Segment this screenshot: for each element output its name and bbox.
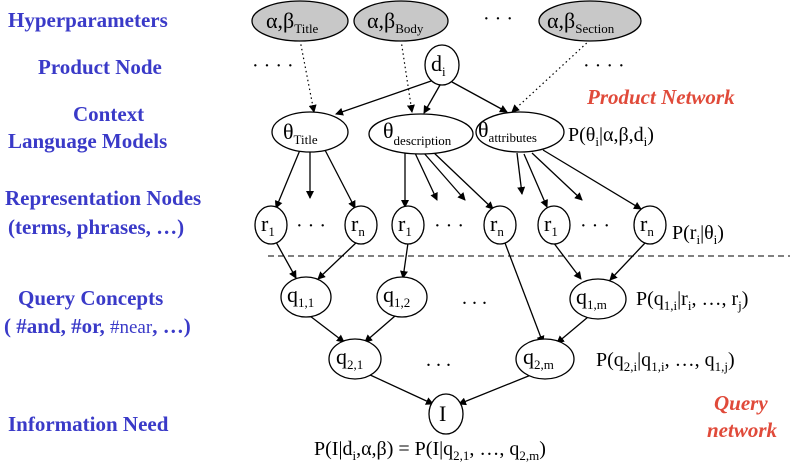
- edge-doc-theta-attributes: [451, 81, 508, 113]
- label-product-node: Product Node: [38, 55, 162, 79]
- edge-tt-rn: [324, 149, 356, 209]
- node-theta-title: θTitle: [271, 111, 349, 153]
- edge-td-mid1: [414, 152, 438, 201]
- edge-ta-rn: [542, 149, 642, 210]
- edge-rnc-q1m: [609, 242, 646, 281]
- node-theta-description: θdescription: [368, 113, 474, 155]
- edge-ta-r1: [523, 153, 548, 208]
- node-q1m: q1,m: [569, 278, 627, 320]
- label-query: Query: [714, 391, 768, 415]
- edge-hyper-body: [400, 39, 415, 113]
- edge-tt-r1: [274, 149, 301, 209]
- svg-text:θdescription: θdescription: [383, 118, 452, 148]
- label-product-network: Product Network: [586, 85, 735, 109]
- edge-ta-mid: [531, 152, 583, 201]
- node-q12: q1,2: [376, 276, 428, 318]
- svg-text:q1,1: q1,1: [287, 282, 314, 310]
- svg-text:q2,m: q2,m: [523, 344, 554, 372]
- label-context: Context: [73, 102, 144, 126]
- prob-r: P(ri|θi): [672, 222, 724, 247]
- node-q11: q1,1: [280, 276, 332, 318]
- label-hyperparameters: Hyperparameters: [8, 8, 168, 32]
- node-hyper-title: α,βTitle: [251, 0, 349, 42]
- svg-text:α,βBody: α,βBody: [367, 8, 424, 36]
- label-query-operators: ( #and, #or, #near, …): [4, 314, 191, 338]
- edge-q1m-q2m: [556, 316, 589, 344]
- svg-text:α,βTitle: α,βTitle: [266, 8, 319, 36]
- prob-q1: P(q1,i|ri, …, rj): [636, 288, 748, 313]
- edge-hyper-section: [511, 39, 591, 113]
- node-hyper-body: α,βBody: [353, 0, 449, 42]
- svg-text:I: I: [439, 401, 446, 426]
- node-information-need: I: [428, 393, 464, 435]
- svg-text:rn: rn: [640, 211, 654, 239]
- svg-text:di: di: [431, 51, 446, 79]
- edge-td-rn: [431, 150, 494, 210]
- node-doc: di: [424, 44, 460, 86]
- ellipsis-r-description: · · ·: [434, 215, 464, 237]
- ellipsis-r-attributes: · · ·: [580, 215, 610, 237]
- ellipsis-doc-left: · · · ·: [252, 55, 294, 77]
- edge-rnb-q2m: [504, 242, 545, 344]
- label-information-need: Information Need: [8, 412, 169, 436]
- node-rn-title: rn: [344, 205, 378, 245]
- edge-hyper-title: [299, 39, 317, 113]
- node-hyper-section: α,βSection: [538, 0, 642, 42]
- edge-q12-q21: [364, 315, 396, 343]
- node-q21: q2,1: [328, 338, 382, 380]
- prob-final: P(I|di,α,β) = P(I|q2,1, …, q2,m): [314, 438, 546, 463]
- edge-rn-q11: [317, 239, 360, 280]
- node-theta-attributes: θattributes: [475, 111, 565, 153]
- edge-r1-q11: [275, 241, 297, 279]
- prob-theta: P(θi|α,β,di): [568, 124, 654, 149]
- edge-q11-q21: [309, 315, 345, 343]
- edge-r1c-q1m: [552, 241, 582, 280]
- edge-q2m-info: [458, 374, 532, 406]
- node-q2m: q2,m: [515, 338, 575, 380]
- svg-text:q1,2: q1,2: [383, 282, 410, 310]
- node-rn-description: rn: [483, 205, 517, 245]
- label-representation-examples: (terms, phrases, …): [8, 215, 184, 239]
- ellipsis-r-title: · · ·: [296, 215, 326, 237]
- label-query-concepts: Query Concepts: [18, 286, 163, 310]
- label-representation-nodes: Representation Nodes: [5, 186, 201, 210]
- edge-doc-theta-description: [423, 84, 441, 114]
- edge-td-mid2: [422, 151, 466, 201]
- node-r1-description: r1: [391, 205, 425, 245]
- svg-text:rn: rn: [351, 211, 365, 239]
- prob-q2: P(q2,i|q1,i, …, q1,j): [596, 349, 735, 374]
- node-r1-title: r1: [254, 205, 288, 245]
- ellipsis-q1: . . .: [462, 287, 487, 309]
- svg-text:α,βSection: α,βSection: [547, 8, 615, 36]
- node-r1-attributes: r1: [537, 205, 571, 245]
- ellipsis-q2: . . .: [426, 349, 451, 371]
- ellipsis-hyper: · · ·: [483, 8, 513, 30]
- svg-text:r1: r1: [261, 211, 275, 239]
- svg-text:r1: r1: [544, 211, 558, 239]
- edge-ta-mid0: [516, 152, 526, 195]
- edge-q21-info: [367, 373, 434, 405]
- edge-doc-theta-title: [335, 79, 435, 116]
- svg-text:q2,1: q2,1: [336, 344, 363, 372]
- node-rn-attributes: rn: [633, 205, 667, 245]
- svg-text:q1,m: q1,m: [576, 284, 607, 312]
- label-language-models: Language Models: [8, 129, 167, 153]
- svg-text:θattributes: θattributes: [478, 117, 537, 145]
- ellipsis-doc-right: · · · ·: [583, 55, 625, 77]
- svg-text:θTitle: θTitle: [283, 119, 318, 147]
- label-network: network: [707, 418, 778, 442]
- edge-r1b-q12: [400, 242, 409, 279]
- svg-text:rn: rn: [490, 211, 504, 239]
- svg-text:r1: r1: [398, 211, 412, 239]
